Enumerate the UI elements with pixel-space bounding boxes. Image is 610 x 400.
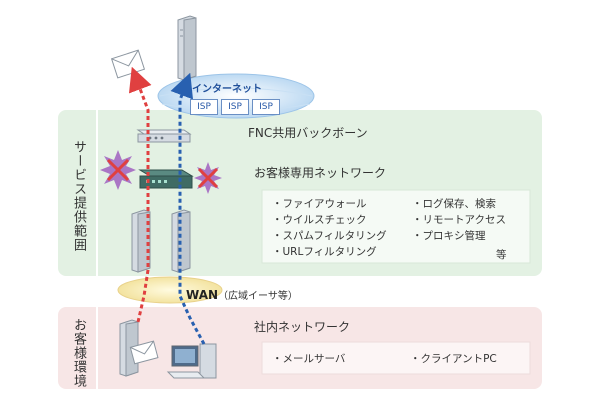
- wan-note: （広域イーサ等）: [218, 291, 298, 302]
- isp-badge-2: ISP: [221, 99, 249, 115]
- backbone-label: FNC共用バックボーン: [248, 126, 368, 140]
- feature-log-storage: ・ログ保存、検索: [412, 198, 496, 210]
- wan-cloud: [117, 276, 223, 304]
- spam-blocked-icon: [194, 162, 222, 194]
- client-pc-icon: [166, 343, 217, 379]
- feature-remote-access: ・リモートアクセス: [412, 214, 506, 226]
- service-area-side-label: サービス提供範囲: [71, 140, 86, 252]
- item-client-pc: ・クライアントPC: [410, 353, 497, 365]
- feature-proxy-management: ・プロキシ管理: [412, 230, 486, 242]
- feature-virus-check: ・ウイルスチェック: [272, 214, 367, 226]
- wan-label-group: WAN（広域イーサ等）: [186, 284, 298, 303]
- isp-badge-3: ISP: [252, 99, 280, 115]
- wan-label: WAN: [186, 288, 219, 302]
- isp-server-icon: [177, 15, 197, 81]
- virus-blocked-icon: [100, 150, 136, 190]
- feature-etc: 等: [496, 249, 507, 261]
- item-mail-server: ・メールサーバ: [272, 353, 346, 365]
- feature-spam-filter: ・スパムフィルタリング: [272, 230, 387, 242]
- customer-band-divider: [96, 307, 98, 389]
- internet-label: インターネット: [192, 84, 262, 95]
- customer-environment-side-label: お客様環境: [71, 318, 86, 388]
- customer-panel: [261, 341, 531, 375]
- feature-url-filter: ・URLフィルタリング: [272, 246, 377, 258]
- feature-firewall: ・ファイアウォール: [272, 198, 367, 210]
- customer-dedicated-network-title: お客様専用ネットワーク: [254, 166, 387, 180]
- service-band-divider: [96, 110, 98, 276]
- mail-envelope-customer-icon: [129, 340, 159, 365]
- service-panel: [261, 189, 531, 264]
- blue-client-flow-line: [170, 72, 206, 345]
- red-mail-flow-line: [128, 66, 152, 323]
- internal-network-title: 社内ネットワーク: [254, 320, 351, 334]
- isp-badge-1: ISP: [190, 99, 218, 115]
- mail-envelope-icon: [110, 49, 146, 79]
- backbone-router-icon: [136, 129, 192, 143]
- service-server-left-icon: [131, 209, 151, 273]
